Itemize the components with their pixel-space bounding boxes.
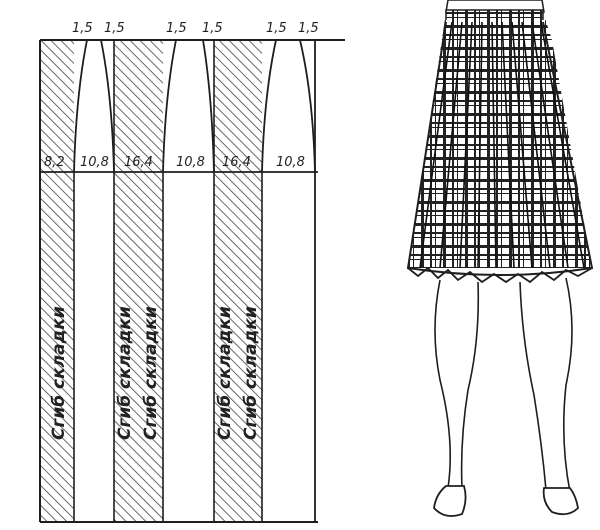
dart-curve <box>162 39 177 173</box>
top-allowance-label: 1,5 <box>166 21 187 36</box>
dart-curve <box>261 39 277 173</box>
left-shoe <box>433 485 467 517</box>
top-allowance-label: 1,5 <box>72 21 93 36</box>
fold-label: Сгиб складки <box>141 306 161 440</box>
dart-curve <box>73 39 88 173</box>
dart-curve <box>100 39 115 173</box>
fold-strip-3 <box>214 40 262 522</box>
hip-width-label: 8,2 <box>44 155 65 170</box>
hip-width-label: 10,8 <box>80 155 109 170</box>
fold-label: Сгиб складки <box>115 306 135 440</box>
hip-width-label: 16,4 <box>222 155 251 170</box>
legs <box>434 277 573 493</box>
fold-label: Сгиб складки <box>241 306 261 440</box>
fold-strip-1 <box>40 40 74 522</box>
skirt-outline <box>406 21 594 276</box>
dart-curve <box>299 39 316 173</box>
blouse-hem <box>445 0 545 13</box>
hip-width-label: 10,8 <box>176 155 205 170</box>
skirt-illustration <box>406 0 594 517</box>
top-allowance-label: 1,5 <box>202 21 223 36</box>
fold-label: Сгиб складки <box>49 306 69 440</box>
hip-width-label: 10,8 <box>276 155 305 170</box>
hip-width-label: 16,4 <box>124 155 153 170</box>
skirt-hem <box>407 266 593 284</box>
top-allowance-label: 1,5 <box>104 21 125 36</box>
dart-curve <box>202 39 215 173</box>
top-allowance-label: 1,5 <box>266 21 287 36</box>
fold-strip-2 <box>114 40 163 522</box>
top-allowance-label: 1,5 <box>298 21 319 36</box>
pattern-draft: 1,5 1,5 1,5 1,5 1,5 1,5 8,2 10,8 16,4 10… <box>39 21 345 523</box>
right-shoe <box>542 487 579 516</box>
fold-label: Сгиб складки <box>215 306 235 440</box>
